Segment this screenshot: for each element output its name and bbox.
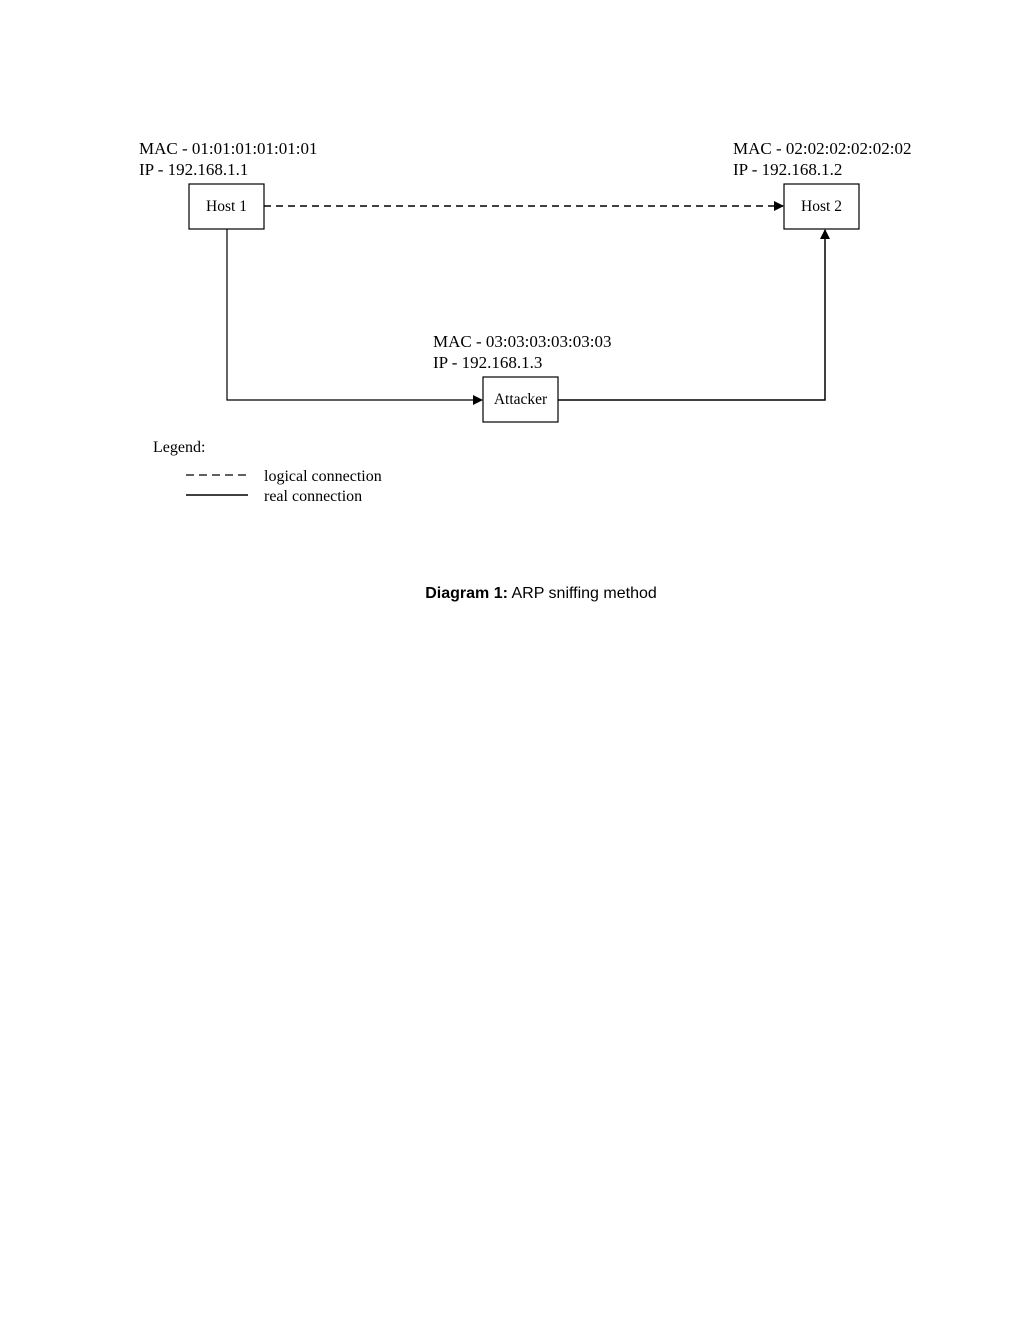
figure-caption: Diagram 1: ARP sniffing method [0, 585, 1024, 603]
caption-prefix: Diagram 1: [425, 585, 508, 602]
real-connection-host1-to-attacker [226, 229, 483, 405]
attacker-node: Attacker [482, 376, 559, 423]
host2-node: Host 2 [783, 183, 860, 230]
legend-logical-label: logical connection [264, 468, 382, 485]
caption-text: ARP sniffing method [507, 585, 657, 602]
legend-real-label: real connection [264, 488, 362, 505]
real-connection-attacker-to-host2 [558, 229, 830, 401]
legend-title: Legend: [153, 439, 205, 456]
host2-ip-label: IP - 192.168.1.2 [733, 160, 842, 179]
host1-name: Host 1 [206, 198, 247, 215]
host1-mac-label: MAC - 01:01:01:01:01:01 [139, 139, 318, 158]
host2-mac-label: MAC - 02:02:02:02:02:02 [733, 139, 912, 158]
host2-name: Host 2 [801, 198, 842, 215]
attacker-mac-label: MAC - 03:03:03:03:03:03 [433, 332, 612, 351]
host1-node: Host 1 [188, 183, 265, 230]
attacker-name: Attacker [494, 391, 548, 408]
host1-ip-label: IP - 192.168.1.1 [139, 160, 248, 179]
legend: Legend: logical connection real connecti… [153, 439, 382, 505]
attacker-ip-label: IP - 192.168.1.3 [433, 353, 542, 372]
